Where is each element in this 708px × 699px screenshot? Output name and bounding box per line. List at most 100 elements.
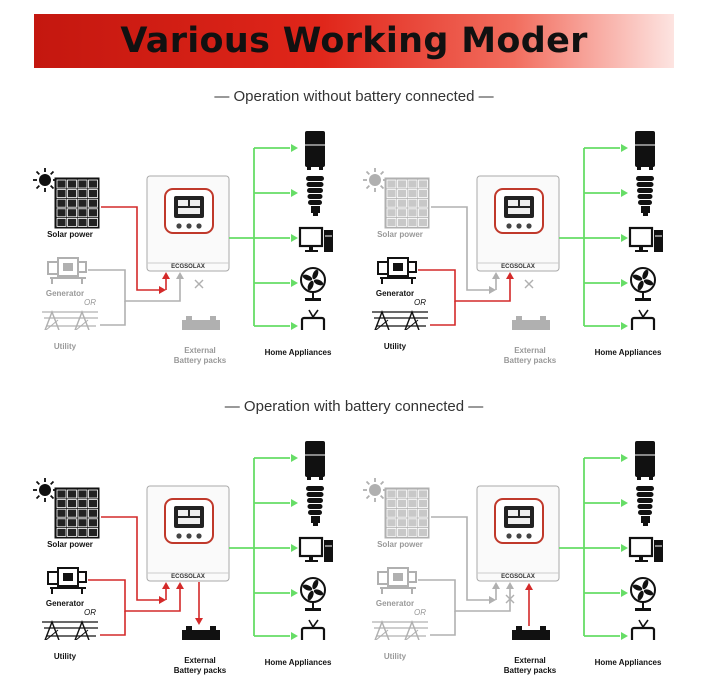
- inverter-brand-label: ECGSOLAX: [501, 574, 535, 580]
- utility-wire: [100, 301, 126, 326]
- battery-arrow: [525, 583, 533, 590]
- diagram-no-battery-grid: ECGSOLAXBATTERY: [363, 131, 663, 330]
- title-banner: [34, 14, 674, 68]
- light-bulb-icon: [636, 486, 654, 526]
- sun-icon: [363, 168, 387, 192]
- sun-icon: [363, 478, 387, 502]
- battery-arrow: [195, 618, 203, 625]
- solar-wire: [101, 206, 159, 291]
- battery-caption-line2: Battery packs: [173, 666, 227, 675]
- appliance-arrow: [621, 632, 628, 640]
- appliance-arrow: [291, 234, 298, 242]
- inverter-icon: ECGSOLAX: [146, 485, 230, 582]
- home-appliances-label: Home Appliances: [594, 348, 662, 357]
- inverter-brand-label: ECGSOLAX: [501, 264, 535, 270]
- generator-label: Generator: [45, 599, 85, 608]
- solar-arrow: [159, 596, 166, 604]
- appliance-arrow: [621, 544, 628, 552]
- generator-arrow: [506, 272, 514, 279]
- battery-caption-line2: Battery packs: [503, 356, 557, 365]
- section-heading-no-battery: — Operation without battery connected —: [214, 88, 494, 105]
- fan-icon: [300, 577, 326, 611]
- battery-caption-line1: External: [184, 656, 216, 665]
- inverter-icon: ECGSOLAX: [476, 175, 560, 272]
- generator-icon: [377, 257, 417, 284]
- solar-arrow: [489, 596, 496, 604]
- section-heading-with-battery: — Operation with battery connected —: [224, 398, 484, 415]
- television-icon: [300, 619, 326, 640]
- utility-label: Utility: [53, 652, 77, 661]
- solar-panel-icon: [54, 487, 100, 539]
- utility-tower-icon: [42, 620, 98, 640]
- battery-icon: BATTERY: [512, 626, 550, 640]
- inverter-icon: ECGSOLAX: [146, 175, 230, 272]
- appliance-arrow: [291, 544, 298, 552]
- utility-label: Utility: [383, 342, 407, 351]
- solar-power-label: Solar power: [377, 230, 423, 239]
- disconnect-mark-icon: [524, 279, 534, 289]
- utility-tower-icon: [372, 620, 428, 640]
- inverter-brand-label: ECGSOLAX: [171, 264, 205, 270]
- generator-icon: [47, 567, 87, 594]
- diagram-no-battery-solar: ECGSOLAX BATTERY: [33, 131, 333, 330]
- utility-label: Utility: [53, 342, 77, 351]
- sun-icon: [33, 168, 57, 192]
- solar-panel-icon: [384, 487, 430, 539]
- solar-arrow-up: [492, 272, 500, 279]
- solar-wire: [431, 206, 489, 291]
- appliance-arrow: [291, 589, 298, 597]
- sun-icon: [33, 478, 57, 502]
- utility-wire: [100, 611, 126, 636]
- home-appliances-label: Home Appliances: [264, 348, 332, 357]
- home-appliances-label: Home Appliances: [264, 658, 332, 667]
- appliance-arrow: [621, 189, 628, 197]
- home-appliances-label: Home Appliances: [594, 658, 662, 667]
- refrigerator-icon: [635, 131, 655, 170]
- disconnect-mark-icon: [505, 594, 515, 604]
- appliance-arrow: [291, 632, 298, 640]
- utility-wire: [430, 301, 456, 326]
- refrigerator-icon: [635, 441, 655, 480]
- battery-caption-line1: External: [514, 346, 546, 355]
- solar-wire: [431, 516, 489, 601]
- solar-arrow-up: [492, 582, 500, 589]
- fan-icon: [630, 267, 656, 301]
- generator-label: Generator: [375, 599, 415, 608]
- disconnect-mark-icon: [194, 279, 204, 289]
- battery-caption-line2: Battery packs: [173, 356, 227, 365]
- fan-icon: [300, 267, 326, 301]
- appliance-arrow: [621, 322, 628, 330]
- appliance-arrow: [291, 144, 298, 152]
- solar-arrow-up: [162, 582, 170, 589]
- inverter-brand-label: ECGSOLAX: [171, 574, 205, 580]
- solar-power-label: Solar power: [377, 540, 423, 549]
- diagram-battery-charging: ECGSOLAX BATTERY: [33, 441, 333, 640]
- solar-power-label: Solar power: [47, 540, 93, 549]
- appliance-arrow: [621, 454, 628, 462]
- television-icon: [630, 309, 656, 330]
- appliance-arrow: [291, 454, 298, 462]
- solar-arrow-up: [162, 272, 170, 279]
- solar-arrow: [489, 286, 496, 294]
- computer-icon: [298, 226, 333, 252]
- generator-arrow: [176, 272, 184, 279]
- inverter-icon: ECGSOLAX: [476, 485, 560, 582]
- solar-panel-icon: [384, 177, 430, 229]
- computer-icon: [628, 226, 663, 252]
- page-title: Various Working Moder: [120, 21, 588, 61]
- fan-icon: [630, 577, 656, 611]
- appliance-arrow: [621, 234, 628, 242]
- appliance-arrow: [291, 499, 298, 507]
- solar-wire: [101, 516, 159, 601]
- battery-icon: BATTERY: [182, 316, 220, 330]
- battery-caption-line1: External: [514, 656, 546, 665]
- appliance-arrow: [291, 189, 298, 197]
- light-bulb-icon: [306, 176, 324, 216]
- computer-icon: [298, 536, 333, 562]
- television-icon: [630, 619, 656, 640]
- utility-label: Utility: [383, 652, 407, 661]
- battery-icon: BATTERY: [182, 626, 220, 640]
- refrigerator-icon: [305, 441, 325, 480]
- appliance-arrow: [621, 499, 628, 507]
- generator-arrow: [176, 582, 184, 589]
